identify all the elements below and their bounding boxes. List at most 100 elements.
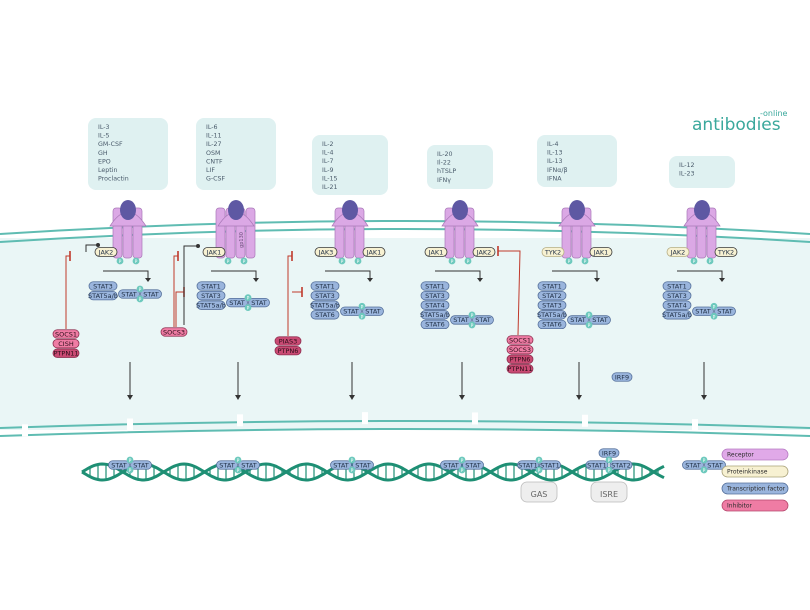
- translocation-arrow-head: [701, 395, 707, 400]
- inhibition-line: [173, 255, 178, 327]
- inhibitor-socs3-label: SOCS3: [509, 346, 531, 354]
- kinase-jak1-shape: [589, 247, 613, 257]
- stat-dimer-phospho-bottom: P: [468, 321, 476, 329]
- phospho-circle: [585, 321, 593, 329]
- receptor-phospho-right: P: [354, 257, 362, 265]
- receptor-ligand-head: [694, 200, 710, 220]
- kinase-jak1: JAK1: [589, 247, 613, 257]
- stat-dimer-right: STAT: [472, 315, 494, 325]
- phospho-label: P: [584, 259, 587, 265]
- phospho-label: P: [361, 304, 364, 310]
- phospho-circle: [690, 257, 698, 265]
- nuclear-stat-dimer-right-shape: [462, 460, 484, 470]
- legend-swatch: [721, 465, 789, 478]
- nuclear-stat-dimer-right-label: STAT: [465, 461, 481, 469]
- inhibitor-socs1-label: SOCS1: [55, 330, 77, 338]
- inhibition-line: [498, 250, 521, 336]
- phospho-circle: [126, 456, 134, 464]
- phospho-circle: [132, 257, 140, 265]
- stat-stat5a-b-label: STAT5a/b: [88, 292, 118, 300]
- nuclear-stat-dimer-left-shape: [108, 460, 130, 470]
- phospho-label: P: [703, 458, 706, 464]
- stat-stat4-label: STAT4: [667, 302, 687, 310]
- nuclear-stat-dimer-left-label: STAT: [219, 461, 235, 469]
- phospho-circle: [358, 312, 366, 320]
- response-element-isre: ISRE: [590, 481, 628, 503]
- kinase-jak1-shape: [202, 247, 226, 257]
- stat-stat3: STAT3: [196, 290, 226, 301]
- legend-label: Proteinkinase: [727, 469, 768, 476]
- inhibitor-cish-label: CISH: [58, 340, 74, 348]
- kinase-jak3-label: JAK3: [318, 248, 334, 256]
- nuclear-pore: [692, 419, 698, 432]
- phospho-circle: [244, 304, 252, 312]
- stat-dimer-left: STAT: [340, 306, 362, 316]
- kinase-jak2-shape: [472, 247, 496, 257]
- stat-stat1-shape: [196, 281, 226, 291]
- stat-dimer-left-label: STAT: [695, 308, 711, 316]
- receptor: [683, 200, 721, 259]
- ligand-label: IL-15: [322, 175, 338, 182]
- stat-dimer-left: STAT: [118, 289, 140, 299]
- phospho-label: P: [237, 468, 240, 474]
- stat-dimer-left-label: STAT: [570, 316, 586, 324]
- phospho-circle: [535, 466, 543, 474]
- stat-stat1: STAT1: [420, 281, 450, 291]
- nuclear-stat-dimer-right-shape: [704, 460, 726, 470]
- stat-stat5a-b-label: STAT5a/b: [420, 311, 450, 319]
- phospho-label: P: [139, 287, 142, 293]
- stat-stat6: STAT6: [420, 319, 450, 330]
- phospho-circle: [348, 456, 356, 464]
- phospho-label: P: [247, 306, 250, 312]
- nuclear-stat-dimer-phospho-bottom: P: [700, 466, 708, 474]
- kinase-jak2: JAK2: [94, 247, 118, 257]
- translocation-arrow: [576, 362, 582, 400]
- isgf3-stat2: STAT2: [609, 460, 633, 470]
- phospho-label: P: [538, 458, 541, 464]
- phospho-label: P: [568, 259, 571, 265]
- stat-stat5a-b-label: STAT5a/b: [537, 311, 567, 319]
- inhibitor-ptpn6: PTPN6: [274, 345, 302, 356]
- nuclear-pore: [22, 424, 28, 437]
- nuclear-stat-dimer-right-label: STAT: [241, 461, 257, 469]
- phospho-label: P: [588, 323, 591, 329]
- kinase-tyk2: TYK2: [541, 247, 565, 257]
- translocation-arrow-head: [576, 395, 582, 400]
- ligand-box-bg: [88, 118, 168, 190]
- phospho-circle: [710, 312, 718, 320]
- stat-stat4-label: STAT4: [425, 302, 445, 310]
- stat-stat6-label: STAT6: [315, 311, 335, 319]
- stat-stat1-label: STAT1: [667, 282, 687, 290]
- phospho-label: P: [341, 259, 344, 265]
- legend-item-inhibitor: Inhibitor: [721, 499, 789, 512]
- signal-elbow: [552, 270, 598, 279]
- nuclear-stat-dimer-right: STAT: [238, 460, 260, 470]
- phospho-label: P: [588, 313, 591, 319]
- isgf3-phospho-top: P: [605, 456, 613, 464]
- stat-stat1: STAT1: [662, 281, 692, 291]
- nuclear-stat1-dimer-left-label: STAT1: [518, 461, 538, 469]
- legend-swatch: [721, 482, 789, 495]
- signal-elbow: [435, 270, 481, 279]
- stat-stat3-shape: [196, 290, 226, 301]
- brand-name: antibodies: [692, 115, 781, 135]
- inhibitor-socs3-shape: [506, 344, 534, 355]
- phospho-label: P: [471, 323, 474, 329]
- stat-dimer-left-label: STAT: [229, 299, 245, 307]
- isgf3-phospho-bottom: P: [605, 466, 613, 474]
- nuclear-stat1-dimer-right-shape: [539, 460, 561, 470]
- inhibitor-cish: CISH: [52, 338, 80, 349]
- kinase-jak1: JAK1: [362, 247, 386, 257]
- receptor-segment: [245, 207, 256, 259]
- stat-stat3-shape: [537, 300, 567, 310]
- stat-dimer-left: STAT: [692, 306, 714, 316]
- kinase-jak1-label: JAK1: [428, 248, 444, 256]
- stat-dimer-right-label: STAT: [251, 299, 267, 307]
- ligand-box-bg: [312, 135, 388, 195]
- phospho-circle: [136, 285, 144, 293]
